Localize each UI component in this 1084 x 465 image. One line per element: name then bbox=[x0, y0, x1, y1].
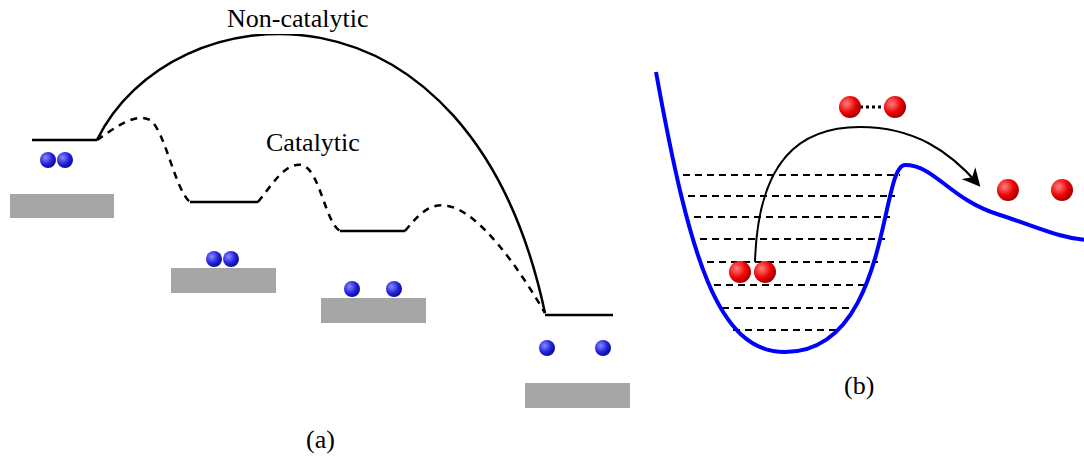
catalytic-path bbox=[405, 205, 545, 313]
potential-curve bbox=[656, 72, 1084, 352]
blue-atom bbox=[344, 281, 360, 297]
energy-level bbox=[340, 230, 405, 233]
surface-slab bbox=[525, 383, 630, 408]
curve-label: Catalytic bbox=[263, 129, 363, 158]
panel-label: (b) bbox=[844, 372, 874, 401]
blue-atom bbox=[206, 251, 222, 267]
surface-slab bbox=[10, 194, 114, 218]
stretched-bond bbox=[860, 106, 886, 109]
vibrational-levels bbox=[683, 175, 900, 330]
red-atom bbox=[884, 96, 906, 118]
catalytic-path bbox=[97, 118, 190, 202]
catalytic-path bbox=[258, 165, 340, 231]
red-atom bbox=[839, 96, 861, 118]
red-atom bbox=[1051, 179, 1073, 201]
energy-level bbox=[32, 139, 97, 142]
red-atom bbox=[729, 261, 751, 283]
curve-label: Non-catalytic bbox=[224, 5, 372, 34]
blue-atom bbox=[539, 340, 555, 356]
red-atom bbox=[754, 261, 776, 283]
surface-slab bbox=[171, 268, 276, 293]
energy-level bbox=[190, 201, 258, 204]
surface-slab bbox=[321, 298, 426, 323]
energy-level bbox=[545, 314, 613, 317]
panel-label: (a) bbox=[306, 426, 335, 455]
desorption-arrow bbox=[755, 127, 978, 262]
non-catalytic-path bbox=[97, 34, 545, 313]
blue-atom bbox=[40, 152, 56, 168]
blue-atom bbox=[223, 251, 239, 267]
blue-atom bbox=[595, 340, 611, 356]
red-atom bbox=[997, 179, 1019, 201]
blue-atom bbox=[57, 152, 73, 168]
blue-atom bbox=[386, 281, 402, 297]
